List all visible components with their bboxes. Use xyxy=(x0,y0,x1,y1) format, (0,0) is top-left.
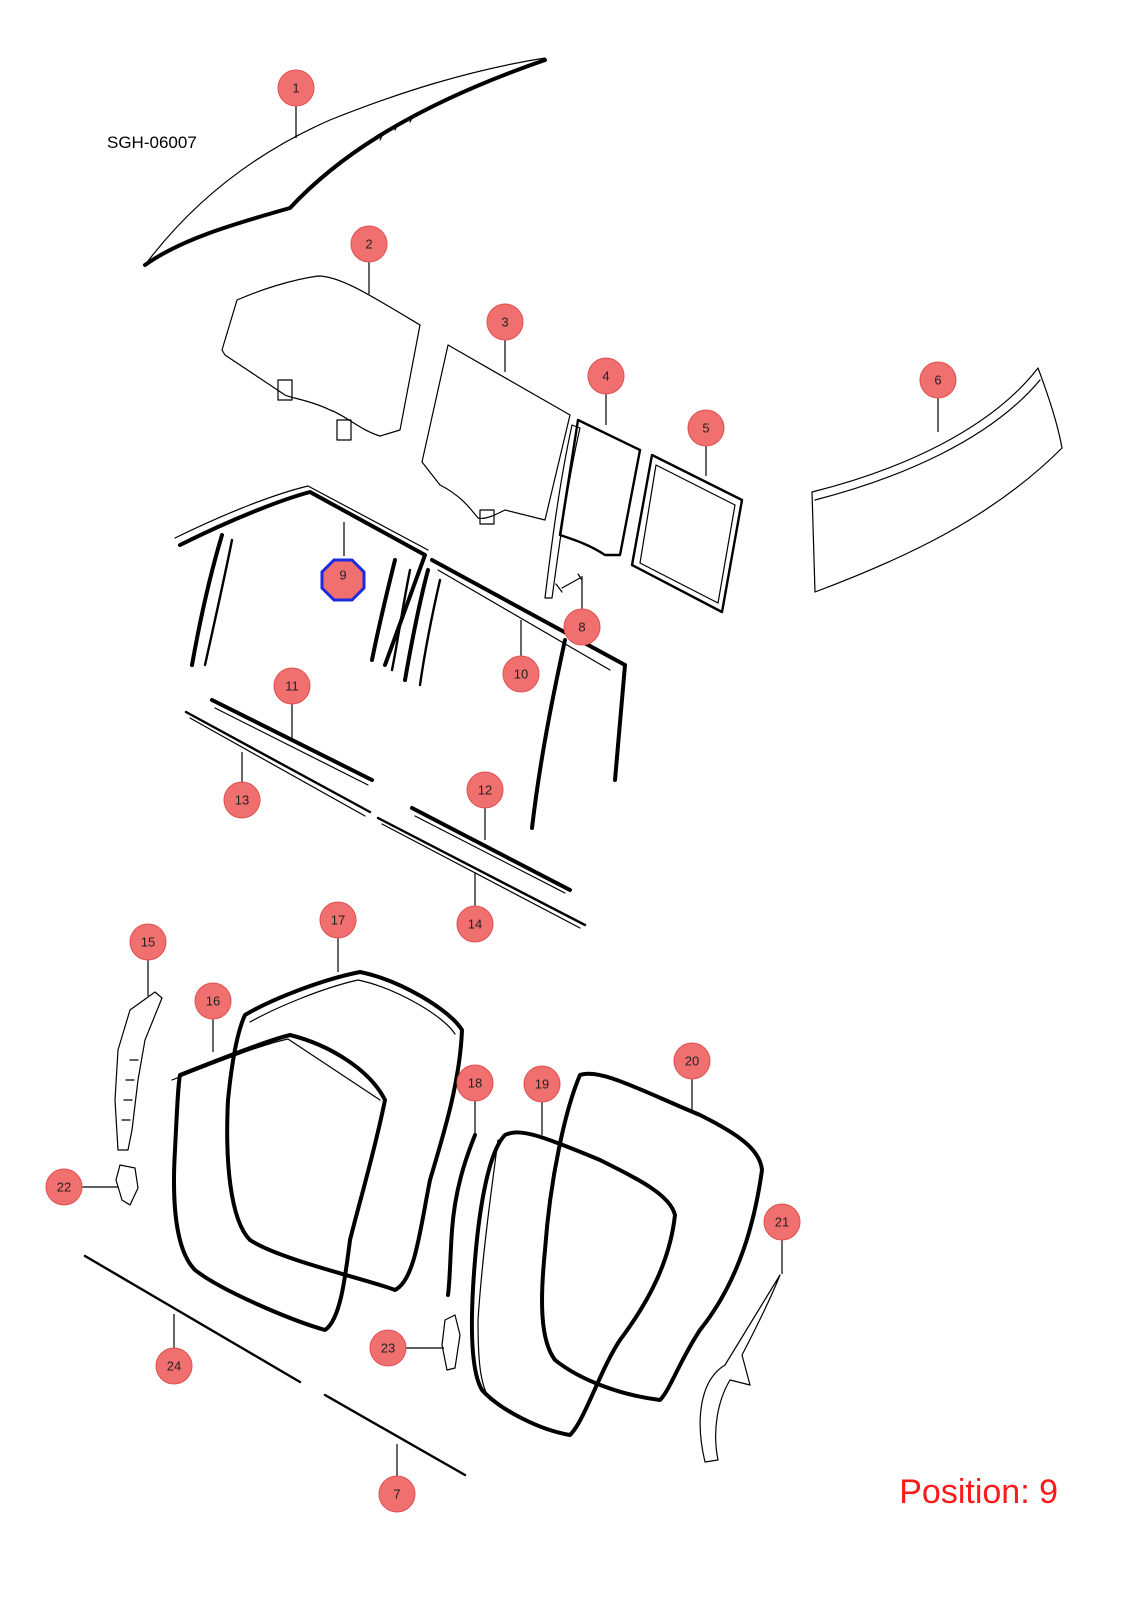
callout-12[interactable]: 12 xyxy=(466,771,504,809)
part-10-rear-door-frame-seal xyxy=(403,558,627,830)
svg-text:1: 1 xyxy=(292,81,299,96)
svg-text:12: 12 xyxy=(478,783,492,798)
position-label: Position: 9 xyxy=(899,1473,1058,1511)
callout-21[interactable]: 21 xyxy=(763,1203,801,1241)
callout-7[interactable]: 7 xyxy=(378,1475,416,1513)
part-2-front-door-glass xyxy=(221,275,421,441)
callout-10[interactable]: 10 xyxy=(502,655,540,693)
svg-text:16: 16 xyxy=(206,994,220,1009)
svg-text:20: 20 xyxy=(685,1054,699,1069)
callout-18[interactable]: 18 xyxy=(456,1064,494,1102)
part-5-quarter-glass-frame xyxy=(630,453,744,614)
part-12-rear-belt-molding xyxy=(410,806,572,894)
callout-2[interactable]: 2 xyxy=(350,225,388,263)
part-7-sill-strip xyxy=(323,1393,467,1477)
callout-11[interactable]: 11 xyxy=(273,667,311,705)
svg-text:5: 5 xyxy=(702,421,709,436)
part-6-rear-window xyxy=(811,367,1063,593)
callout-6[interactable]: 6 xyxy=(919,361,957,399)
svg-text:9: 9 xyxy=(339,568,346,583)
part-20-rear-door-opening-seal xyxy=(540,1071,764,1402)
svg-text:18: 18 xyxy=(468,1076,482,1091)
part-11-front-belt-molding xyxy=(210,698,374,786)
svg-text:7: 7 xyxy=(393,1487,400,1502)
callout-13[interactable]: 13 xyxy=(223,781,261,819)
part-17-front-door-opening-seal xyxy=(225,970,464,1292)
svg-text:8: 8 xyxy=(578,620,585,635)
part-3-rear-door-glass xyxy=(421,344,571,525)
svg-text:4: 4 xyxy=(602,369,609,384)
leader-lines xyxy=(82,106,939,1478)
callout-8[interactable]: 8 xyxy=(563,608,601,646)
svg-text:3: 3 xyxy=(501,315,508,330)
part-8-clip xyxy=(555,573,583,593)
callout-5[interactable]: 5 xyxy=(687,409,725,447)
svg-text:15: 15 xyxy=(141,935,155,950)
callout-4[interactable]: 4 xyxy=(587,357,625,395)
callout-1[interactable]: 1 xyxy=(277,69,315,107)
part-22-bracket xyxy=(115,1164,139,1206)
callout-19[interactable]: 19 xyxy=(523,1065,561,1103)
callout-16[interactable]: 16 xyxy=(194,982,232,1020)
callout-20[interactable]: 20 xyxy=(673,1042,711,1080)
svg-text:19: 19 xyxy=(535,1077,549,1092)
svg-text:11: 11 xyxy=(285,679,299,694)
part-16-front-door-weatherstrip xyxy=(171,1033,387,1332)
part-1-windshield-strip xyxy=(143,57,547,267)
callout-22[interactable]: 22 xyxy=(45,1168,83,1206)
part-19-rear-door-weatherstrip xyxy=(469,1130,677,1437)
callout-9-selected[interactable]: 9 xyxy=(320,558,366,602)
callout-14[interactable]: 14 xyxy=(456,905,494,943)
callout-15[interactable]: 15 xyxy=(129,923,167,961)
part-24-sill-strip xyxy=(83,1254,302,1384)
part-21-bracket xyxy=(699,1274,781,1463)
svg-text:21: 21 xyxy=(775,1215,789,1230)
part-13-front-belt-strip xyxy=(184,710,372,817)
svg-text:24: 24 xyxy=(167,1359,181,1374)
svg-text:23: 23 xyxy=(381,1341,395,1356)
svg-text:22: 22 xyxy=(57,1180,71,1195)
part-15-bracket xyxy=(114,991,163,1151)
part-14-rear-belt-strip xyxy=(376,816,587,929)
callout-23[interactable]: 23 xyxy=(369,1329,407,1367)
callout-17[interactable]: 17 xyxy=(319,901,357,939)
callout-3[interactable]: 3 xyxy=(486,303,524,341)
svg-text:10: 10 xyxy=(514,667,528,682)
drawing-code: SGH-06007 xyxy=(107,133,197,152)
part-23-bracket xyxy=(441,1314,461,1371)
svg-text:2: 2 xyxy=(365,237,372,252)
part-18-seal-strip xyxy=(446,1133,477,1297)
svg-text:17: 17 xyxy=(331,913,345,928)
part-4-quarter-glass xyxy=(544,418,642,599)
svg-text:13: 13 xyxy=(235,793,249,808)
callouts: 1 2 3 4 5 6 7 8 9 10 11 12 13 14 15 16 1… xyxy=(45,69,957,1513)
svg-text:14: 14 xyxy=(468,917,482,932)
svg-text:6: 6 xyxy=(934,373,941,388)
part-9-front-door-frame-seal xyxy=(174,485,429,672)
callout-24[interactable]: 24 xyxy=(155,1347,193,1385)
